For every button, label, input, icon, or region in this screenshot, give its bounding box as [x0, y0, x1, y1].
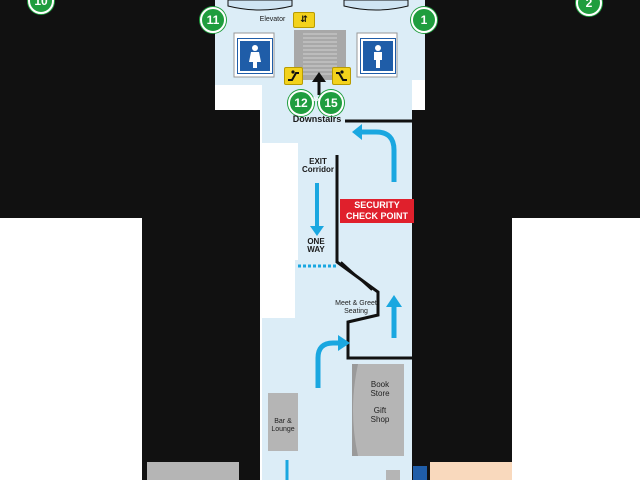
men-restroom-icon	[361, 39, 395, 73]
lower-small-block	[386, 470, 400, 480]
security-line2: CHECK POINT	[345, 211, 408, 221]
gate-12-marker: 12	[288, 90, 314, 116]
downstairs-label: Downstairs	[292, 114, 342, 124]
escalator-icon-left	[284, 67, 303, 85]
gate-pier-left	[227, 0, 293, 11]
one-way-label: ONE WAY	[300, 237, 332, 255]
gate-15-marker: 15	[318, 90, 344, 116]
elevator-label: Elevator	[259, 16, 286, 23]
exit-corridor-label: EXIT Corridor	[296, 157, 340, 175]
exit-corridor-line1: EXIT	[309, 157, 327, 166]
one-way-line2: WAY	[307, 245, 325, 255]
women-restroom-icon	[238, 39, 272, 73]
security-checkpoint-sign: SECURITY CHECK POINT	[340, 199, 414, 223]
meet-greet-line2: Seating	[344, 308, 368, 316]
flow-arrow-meet-greet-up	[386, 295, 402, 338]
restricted-area-center-left	[142, 110, 260, 480]
gate-pier-right	[343, 0, 409, 11]
flow-arrow-exit-down	[310, 183, 324, 236]
book-store-label: Book Store	[362, 380, 398, 398]
book-gift-shop-block	[352, 364, 404, 456]
exit-corridor-wall-inner	[340, 261, 373, 291]
meet-greet-line1: Meet & Greet	[335, 300, 377, 307]
security-line1: SECURITY	[354, 200, 400, 210]
bar-lounge-line1: Bar &	[274, 418, 292, 425]
gift-shop-line2: Shop	[370, 415, 390, 425]
elevator-icon: ⇵	[293, 12, 315, 28]
bar-lounge-block	[268, 393, 298, 451]
gate-1-marker: 1	[411, 7, 437, 33]
escalator-icon-right	[332, 67, 351, 85]
restricted-area-center-right	[412, 110, 512, 480]
gate-11-marker: 11	[200, 7, 226, 33]
bar-lounge-label: Bar & Lounge	[268, 418, 298, 434]
flow-arrow-security-up	[352, 124, 397, 182]
book-store-line1: Book	[370, 380, 390, 389]
escalator-steps	[303, 33, 337, 75]
exit-corridor-wall	[335, 155, 412, 360]
book-gift-shop-curve	[352, 364, 358, 456]
bar-lounge-line2: Lounge	[271, 426, 295, 434]
lower-left-block	[147, 462, 239, 480]
one-way-line1: ONE	[307, 237, 325, 246]
flow-arrow-concourse-up	[315, 335, 350, 388]
book-store-line2: Store	[370, 389, 390, 399]
meet-greet-label: Meet & Greet Seating	[328, 300, 384, 316]
gate-range-to: to	[313, 97, 319, 103]
gift-shop-line1: Gift	[373, 406, 387, 415]
exit-corridor-line2: Corridor	[302, 165, 334, 175]
gift-shop-label: Gift Shop	[362, 406, 398, 424]
gate-2-marker: 2	[576, 0, 602, 16]
downstairs-arrow	[312, 72, 326, 95]
lower-right-peach-block	[430, 462, 512, 480]
lower-restroom-marker	[413, 466, 427, 480]
